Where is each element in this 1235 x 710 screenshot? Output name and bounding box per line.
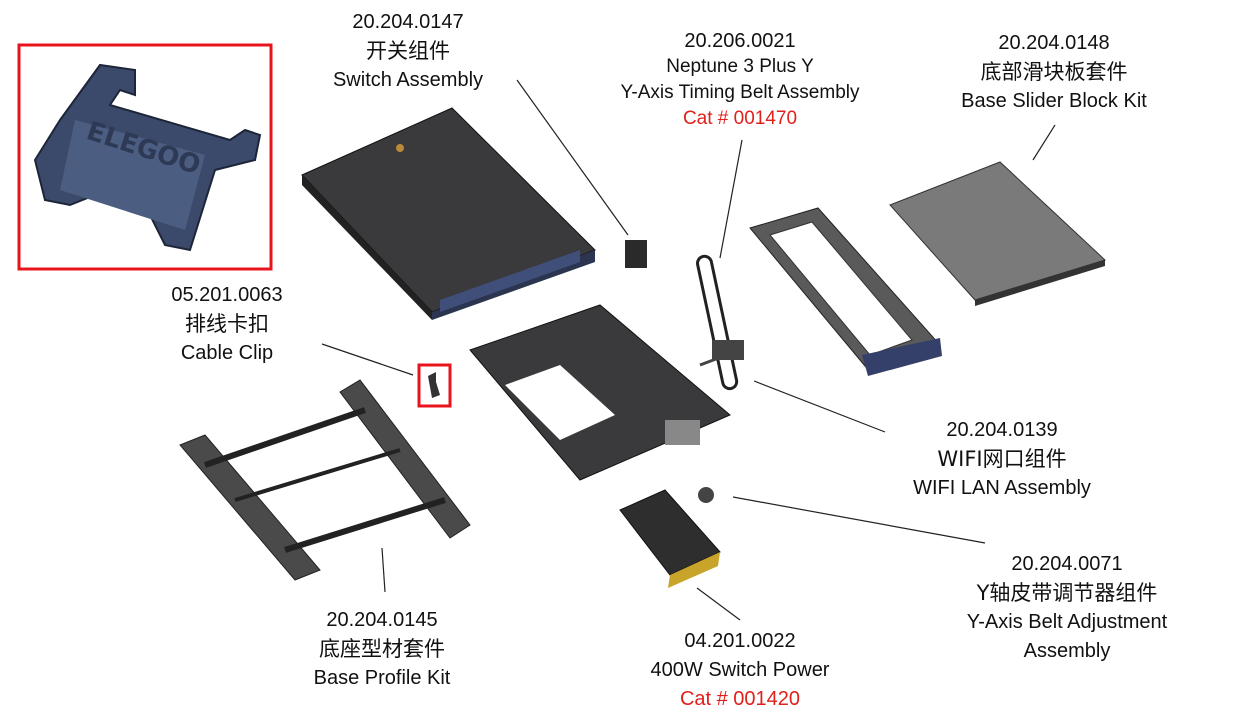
part-name-en: Base Slider Block Kit — [961, 90, 1147, 112]
leader-clip — [321, 343, 414, 376]
part-name-en: Switch Assembly — [332, 69, 484, 91]
leader-wifi — [753, 380, 886, 433]
leader-switch — [516, 79, 629, 236]
switch-assembly-part — [301, 107, 596, 320]
leader-lines — [321, 79, 1056, 621]
label-switch-power: 04.201.0022 400W Switch Power Cat # 0014… — [651, 627, 830, 710]
part-code: 05.201.0063 — [171, 284, 283, 306]
part-code: 20.204.0148 — [998, 32, 1110, 54]
part-name-cn: 开关组件 — [366, 39, 450, 63]
leader-belt — [719, 139, 743, 259]
switch-part — [625, 240, 647, 268]
label-base-slider: 20.204.0148 底部滑块板套件 Base Slider Block Ki… — [961, 29, 1147, 116]
part-name-en-2: Assembly — [1023, 640, 1111, 662]
part-name-cn: Y轴皮带调节器组件 — [976, 581, 1158, 605]
part-name-en: Y-Axis Timing Belt Assembly — [620, 82, 860, 103]
y-frame-part — [749, 207, 942, 376]
label-cable-clip: 05.201.0063 排线卡扣 Cable Clip — [171, 281, 282, 368]
highlight-box-small — [417, 363, 452, 408]
part-name-cn: WIFI网口组件 — [937, 447, 1067, 471]
label-timing-belt: 20.206.0021 Neptune 3 Plus Y Y-Axis Timi… — [621, 28, 860, 132]
part-name-en: Cable Clip — [180, 342, 274, 364]
part-code: 20.206.0021 — [684, 30, 796, 52]
part-code: 20.204.0139 — [946, 419, 1058, 441]
part-name-en: 400W Switch Power — [650, 659, 830, 681]
part-code: 20.204.0071 — [1011, 553, 1123, 575]
part-code: 04.201.0022 — [684, 630, 796, 652]
timing-belt-part — [696, 254, 739, 391]
base-slider-part — [889, 161, 1106, 306]
leader-slider — [1032, 124, 1056, 161]
part-name-cn: 底座型材套件 — [318, 637, 445, 661]
part-line1: Neptune 3 Plus Y — [666, 56, 814, 77]
base-profile-part — [179, 379, 471, 581]
part-name-en: WIFI LAN Assembly — [913, 477, 1091, 499]
part-code: 20.204.0145 — [326, 609, 438, 631]
part-name-en: Base Profile Kit — [313, 667, 451, 689]
cable-clip-enlarged: ELEGOO — [33, 63, 262, 252]
label-base-profile: 20.204.0145 底座型材套件 Base Profile Kit — [314, 606, 451, 693]
leader-adjust — [732, 496, 986, 544]
cable-clip-small — [428, 372, 440, 398]
part-name-cn: 底部滑块板套件 — [980, 60, 1128, 84]
part-name-cn: 排线卡扣 — [184, 312, 269, 336]
base-plate-part — [469, 304, 731, 481]
label-wifi-lan: 20.204.0139 WIFI网口组件 WIFI LAN Assembly — [913, 416, 1091, 503]
switch-power-part — [619, 489, 721, 588]
highlight-box-large — [17, 43, 273, 271]
wifi-lan-part — [699, 340, 744, 367]
part-code: 20.204.0147 — [352, 11, 464, 33]
leader-power — [696, 587, 741, 621]
label-switch-assembly: 20.204.0147 开关组件 Switch Assembly — [333, 8, 483, 95]
part-name-en: Y-Axis Belt Adjustment — [966, 611, 1168, 633]
label-belt-adjust: 20.204.0071 Y轴皮带调节器组件 Y-Axis Belt Adjust… — [967, 550, 1167, 666]
leader-profile — [381, 547, 386, 593]
belt-adjust-part — [698, 487, 714, 503]
cat-number: Cat # 001470 — [682, 108, 798, 129]
cat-number: Cat # 001420 — [679, 688, 801, 710]
